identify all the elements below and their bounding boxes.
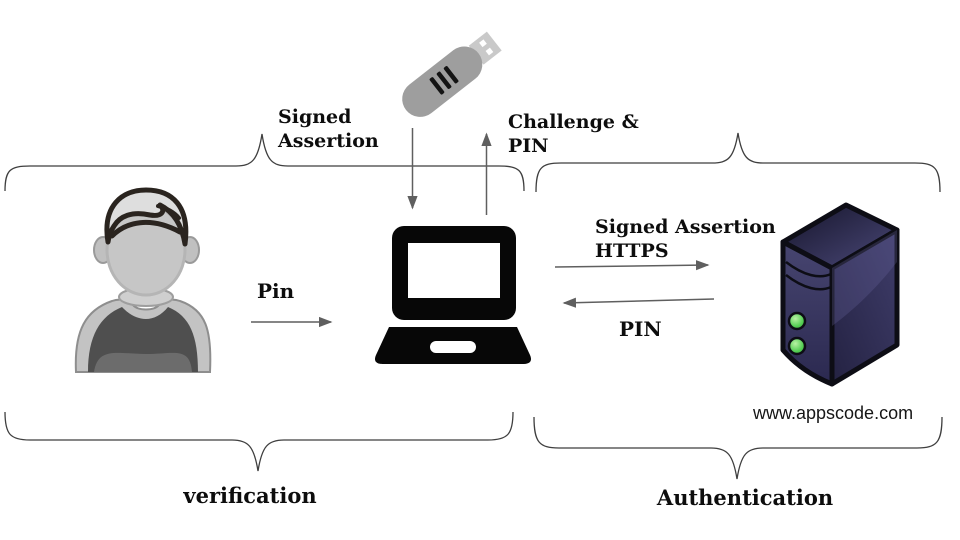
user-avatar-icon xyxy=(74,187,212,373)
label-challenge-pin-line1: Challenge & xyxy=(508,111,639,133)
label-signed-assertion: Signed Assertion xyxy=(278,105,379,153)
arrow-laptop-to-server xyxy=(554,260,710,271)
label-signed-assertion-line2: Assertion xyxy=(278,130,379,152)
label-challenge-pin-line2: PIN xyxy=(508,135,549,157)
label-authentication-text: Authentication xyxy=(656,485,834,510)
server-tower-icon xyxy=(780,202,900,387)
label-server-url-text: www.appscode.com xyxy=(753,403,914,423)
laptop-icon xyxy=(374,226,532,364)
verification-brace-bottom xyxy=(4,411,514,472)
label-https-assertion: Signed Assertion HTTPS xyxy=(595,215,776,263)
label-verification-phase: verification xyxy=(140,484,360,508)
label-https-assertion-line2: HTTPS xyxy=(595,240,669,262)
label-server-url: www.appscode.com xyxy=(753,401,913,425)
label-challenge-pin: Challenge & PIN xyxy=(508,110,639,158)
label-server-pin: PIN xyxy=(619,317,662,341)
label-https-assertion-line1: Signed Assertion xyxy=(595,216,776,238)
label-verification-text: verification xyxy=(183,483,317,508)
verification-brace-top xyxy=(4,133,525,192)
arrow-server-to-laptop xyxy=(562,297,715,308)
label-signed-assertion-line1: Signed xyxy=(278,106,352,128)
label-authentication-phase: Authentication xyxy=(635,486,855,510)
label-server-pin-text: PIN xyxy=(619,317,662,341)
label-user-pin: Pin xyxy=(257,279,294,303)
label-user-pin-text: Pin xyxy=(257,279,295,303)
usb-security-key-icon xyxy=(402,31,502,117)
authentication-brace-top xyxy=(535,132,941,193)
authentication-brace-bottom xyxy=(533,416,943,480)
